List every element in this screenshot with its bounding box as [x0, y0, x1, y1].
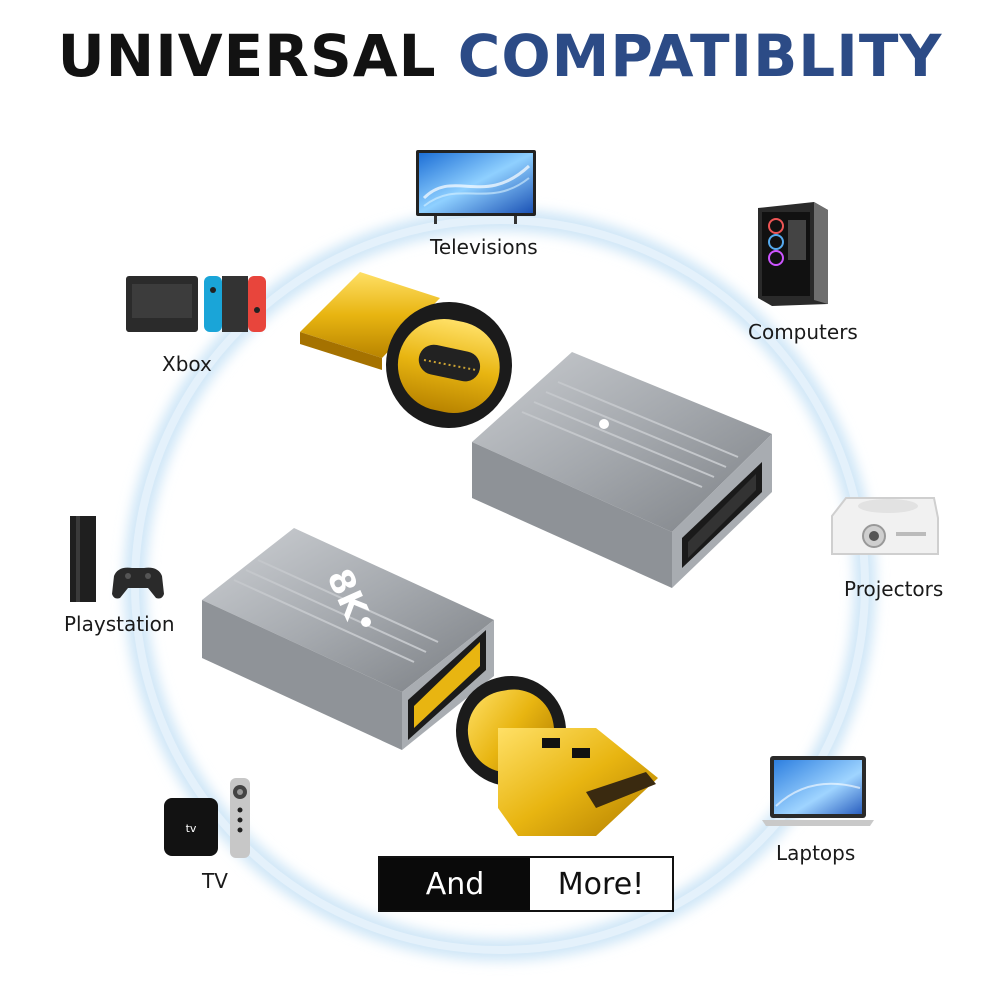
desktop-computer-icon — [758, 202, 828, 306]
device-label-playstation: Playstation — [64, 612, 175, 636]
badge-more: More! — [530, 858, 672, 910]
badge-and: And — [380, 858, 530, 910]
projector-icon — [831, 497, 939, 555]
device-label-computers: Computers — [748, 320, 858, 344]
hdmi-adapter-bottom — [202, 528, 494, 750]
headline-word-universal: UNIVERSAL — [57, 22, 437, 90]
television-icon — [416, 150, 536, 224]
device-label-laptops: Laptops — [776, 841, 856, 865]
tv-box-icon: tv — [164, 778, 250, 858]
device-label-tv: TV — [202, 869, 228, 893]
device-label-xbox: Xbox — [162, 352, 212, 376]
device-label-televisions: Televisions — [430, 235, 538, 259]
hdmi-female-adapter-top — [472, 352, 772, 588]
magnetic-tip-top — [300, 272, 512, 428]
game-console-icon — [126, 276, 266, 332]
laptop-icon — [762, 756, 874, 826]
playstation-icon — [70, 516, 164, 602]
headline: UNIVERSAL COMPATIBLITY — [0, 22, 1000, 90]
svg-text:tv: tv — [186, 822, 197, 835]
and-more-badge: And More! — [378, 856, 674, 912]
magnetic-tip-bottom — [456, 676, 658, 836]
device-label-projectors: Projectors — [844, 577, 944, 601]
headline-word-compatibility: COMPATIBLITY — [457, 22, 943, 90]
